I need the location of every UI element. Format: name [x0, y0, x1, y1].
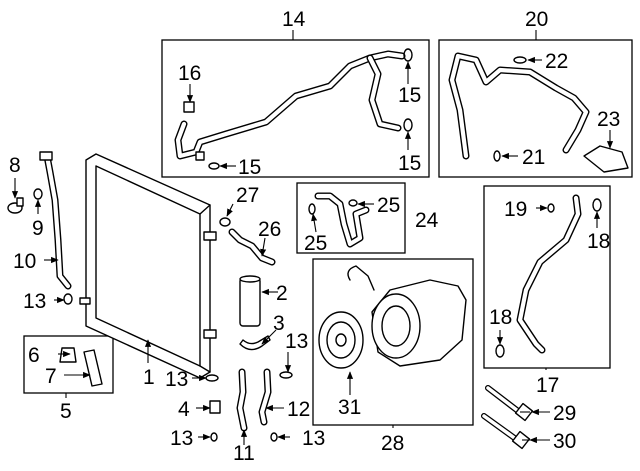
callout-3: 3 — [273, 312, 285, 335]
callout-22: 22 — [545, 50, 568, 73]
o-ring-13e-part[interactable] — [270, 432, 278, 442]
callout-4: 4 — [178, 398, 190, 421]
bracket-7-part[interactable] — [83, 349, 103, 387]
callout-25a: 25 — [304, 232, 327, 255]
o-ring-15a-part[interactable] — [403, 48, 413, 62]
callout-19: 19 — [504, 198, 527, 221]
group-box-14 — [161, 39, 430, 178]
callout-13e: 13 — [302, 427, 325, 450]
o-ring-22-part[interactable] — [513, 56, 527, 64]
callout-13a: 13 — [23, 290, 46, 313]
o-ring-13b-part[interactable] — [205, 374, 219, 382]
o-ring-9-part[interactable] — [33, 188, 43, 200]
o-ring-19-part[interactable] — [547, 203, 555, 213]
hose-17-part[interactable] — [516, 194, 582, 354]
o-ring-27-part[interactable] — [219, 217, 231, 227]
group-box-5 — [23, 335, 114, 394]
compressor-part[interactable] — [347, 265, 467, 367]
callout-9: 9 — [32, 217, 44, 240]
callout-1: 1 — [143, 366, 155, 389]
callout-15a: 15 — [398, 84, 421, 107]
bolt-29-part[interactable] — [485, 385, 534, 422]
pipe-24-part[interactable] — [314, 192, 370, 248]
o-ring-25a-part[interactable] — [308, 203, 316, 215]
callout-25b: 25 — [377, 194, 400, 217]
valve-16-part[interactable] — [183, 101, 195, 113]
callout-18b: 18 — [489, 306, 512, 329]
o-ring-25b-part[interactable] — [348, 199, 358, 207]
callout-14: 14 — [282, 8, 306, 31]
callout-13c: 13 — [170, 427, 193, 450]
callout-15b: 15 — [398, 152, 421, 175]
o-ring-13c-part[interactable] — [210, 432, 218, 442]
condenser-part[interactable] — [79, 153, 217, 379]
callout-13b: 13 — [165, 368, 188, 391]
callout-labels: 1 2 3 4 5 6 7 8 9 10 11 12 13 13 13 13 1… — [9, 8, 620, 465]
bracket-6-part[interactable] — [59, 347, 77, 363]
callout-30: 30 — [553, 430, 576, 453]
callout-15c: 15 — [238, 156, 261, 179]
callout-5: 5 — [60, 400, 72, 423]
o-ring-18a-part[interactable] — [592, 198, 602, 212]
callout-26: 26 — [258, 218, 281, 241]
callout-11: 11 — [233, 442, 255, 465]
receiver-drier-part[interactable] — [239, 275, 261, 327]
pipe-12-part[interactable] — [258, 368, 272, 426]
callout-10: 10 — [13, 250, 36, 273]
callout-2: 2 — [276, 282, 288, 305]
clutch-31-part[interactable] — [318, 311, 364, 369]
pipe-10-part[interactable] — [39, 151, 72, 290]
callout-12: 12 — [287, 398, 310, 421]
o-ring-18b-part[interactable] — [495, 344, 505, 358]
group-box-24 — [296, 182, 406, 254]
callout-13d: 13 — [285, 330, 308, 353]
pipe-26-part[interactable] — [228, 228, 276, 266]
o-ring-21-part[interactable] — [493, 150, 501, 162]
drier-bracket-part[interactable] — [239, 335, 271, 351]
callout-8: 8 — [9, 154, 21, 177]
callout-18a: 18 — [587, 230, 610, 253]
pipe-11-part[interactable] — [236, 368, 248, 432]
callout-20: 20 — [525, 8, 548, 31]
leader-lines — [11, 30, 614, 445]
callout-23: 23 — [597, 108, 620, 131]
callout-28: 28 — [381, 432, 404, 455]
callout-17: 17 — [536, 374, 559, 397]
callout-24: 24 — [415, 209, 439, 232]
o-ring-13a-part[interactable] — [63, 293, 73, 305]
callout-27: 27 — [236, 184, 259, 207]
o-ring-15c-part[interactable] — [208, 162, 220, 170]
pipe-14-part[interactable] — [174, 50, 406, 161]
bolt-8-part[interactable] — [7, 197, 24, 214]
callout-6: 6 — [28, 344, 40, 367]
o-ring-15b-part[interactable] — [403, 118, 413, 132]
o-ring-13d-part[interactable] — [279, 371, 293, 379]
bolt-30-part[interactable] — [481, 413, 531, 450]
callout-31: 31 — [338, 396, 361, 419]
callout-21: 21 — [522, 146, 545, 169]
callout-16: 16 — [178, 62, 201, 85]
callout-7: 7 — [45, 365, 57, 388]
callout-29: 29 — [553, 402, 576, 425]
clip-4-part[interactable] — [209, 400, 221, 414]
pipe-20-part[interactable] — [448, 52, 590, 160]
bracket-23-part[interactable] — [583, 145, 629, 173]
group-box-17 — [483, 185, 611, 369]
